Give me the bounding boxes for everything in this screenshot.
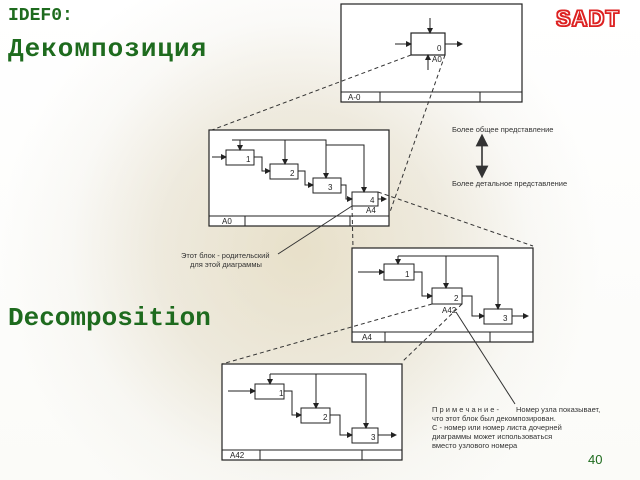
svg-text:2: 2 — [454, 294, 459, 303]
diagram-a4: A4 1 2 A42 3 — [351, 247, 534, 343]
frame-label-a4: A4 — [362, 333, 372, 342]
remark-note: П р и м е ч а н и е - Номер узла показыв… — [432, 405, 600, 450]
a4-box-2-node: A42 — [442, 306, 457, 315]
svg-text:4: 4 — [370, 196, 375, 205]
svg-text:1: 1 — [246, 155, 251, 164]
diagram-a-minus-0: A-0 0 A0 — [340, 3, 523, 103]
box-0-number: 0 — [437, 44, 442, 53]
note-parent-line2: для этой диаграммы — [190, 260, 262, 269]
a0-box-4-node: A4 — [366, 206, 376, 215]
title-idef0: IDEF0: — [8, 6, 73, 26]
svg-text:3: 3 — [371, 433, 376, 442]
note-more-detailed: Более детальное представление — [452, 179, 567, 188]
title-decomposition-ru: Декомпозиция — [8, 34, 208, 64]
box-0-node: A0 — [432, 55, 442, 64]
svg-text:3: 3 — [328, 183, 333, 192]
a0-box-3 — [312, 177, 342, 194]
note-more-general: Более общее представление — [452, 125, 553, 134]
diagram-a42: A42 1 2 3 — [221, 363, 403, 461]
svg-text:что этот блок был декомпозиров: что этот блок был декомпозирован. — [432, 414, 556, 423]
svg-text:2: 2 — [323, 413, 328, 422]
svg-text:диаграммы может использоваться: диаграммы может использоваться — [432, 432, 552, 441]
sadt-logo: SADT — [555, 5, 620, 32]
frame-label-a0: A0 — [222, 217, 232, 226]
frame-label-a42: A42 — [230, 451, 245, 460]
svg-text:2: 2 — [290, 169, 295, 178]
title-decomposition-en: Decomposition — [8, 303, 211, 333]
frame-label-a-minus-0: A-0 — [348, 93, 361, 102]
svg-text:вместо узлового номера: вместо узлового номера — [432, 441, 518, 450]
svg-text:3: 3 — [503, 314, 508, 323]
svg-text:С - номер или номер листа доче: С - номер или номер листа дочерней — [432, 423, 562, 432]
svg-text:Номер узла показывает,: Номер узла показывает, — [516, 405, 600, 414]
a4-box-3 — [483, 308, 513, 325]
svg-text:1: 1 — [279, 389, 284, 398]
a4-box-1 — [383, 263, 415, 281]
svg-text:1: 1 — [405, 270, 410, 279]
note-parent-line1: Этот блок - родительский — [181, 251, 270, 260]
svg-text:П р и м е ч а н и е -: П р и м е ч а н и е - — [432, 405, 499, 414]
diagram-a0: A0 1 2 3 4 A4 — [208, 129, 390, 227]
page-number: 40 — [588, 452, 603, 467]
